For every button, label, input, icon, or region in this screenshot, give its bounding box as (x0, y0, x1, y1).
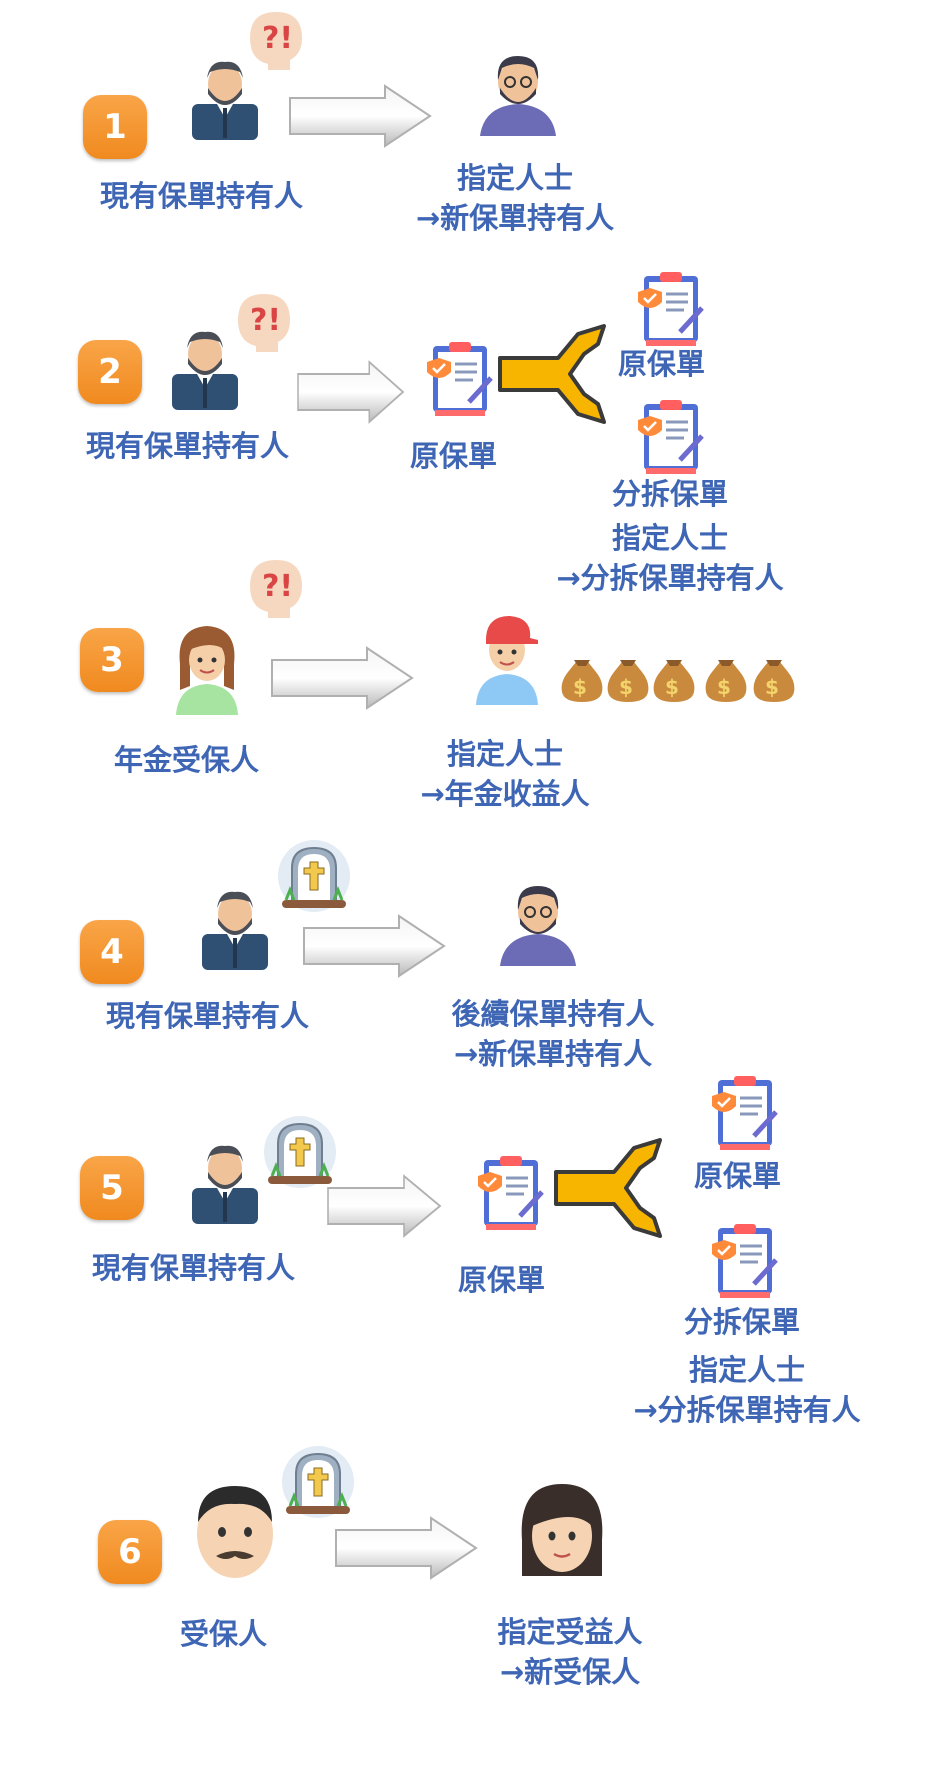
designated-person-icon (479, 55, 557, 137)
transfer-arrow-icon (303, 915, 445, 977)
transfer-arrow-icon (335, 1517, 477, 1579)
transfer-arrow-icon (289, 85, 431, 147)
step5-original-policy-label: 原保單 (458, 1263, 546, 1297)
policy-document-icon (710, 1222, 785, 1302)
transfer-arrow-icon (271, 647, 413, 709)
annuity-beneficiary-boy-icon (476, 616, 538, 705)
annuitant-girl-icon (176, 626, 238, 715)
question-thinking-icon (238, 294, 290, 352)
insured-man-icon (197, 1486, 273, 1578)
question-thinking-icon (250, 12, 302, 70)
step5-left-label: 現有保單持有人 (92, 1251, 296, 1285)
step2-top-policy-label: 原保單 (618, 347, 706, 381)
step6-right-label: 指定受益人 →新受保人 (497, 1615, 643, 1689)
question-thinking-icon (250, 560, 302, 618)
successor-policyholder-icon (499, 885, 577, 967)
step4-left-label: 現有保單持有人 (106, 999, 310, 1033)
step5-top-policy-label: 原保單 (694, 1159, 782, 1193)
step2-original-policy-label: 原保單 (410, 439, 498, 473)
policyholder-icon (192, 1145, 258, 1224)
step2-left-label: 現有保單持有人 (86, 429, 290, 463)
policy-document-icon (636, 270, 711, 350)
step6-left-label: 受保人 (180, 1617, 268, 1651)
policy-document-icon (476, 1154, 551, 1234)
step-badge-3: 3 (80, 628, 144, 692)
step4-right-label: 後續保單持有人 →新保單持有人 (451, 997, 655, 1071)
policyholder-icon (202, 891, 268, 970)
step-badge-5: 5 (80, 1156, 144, 1220)
step2-right-label: 指定人士 →分拆保單持有人 (556, 521, 784, 595)
policy-document-icon (425, 340, 500, 420)
policy-split-icon (554, 1138, 662, 1238)
step3-right-label: 指定人士 →年金收益人 (420, 737, 590, 811)
step-badge-4: 4 (80, 920, 144, 984)
step5-split-policy-label: 分拆保單 (684, 1305, 801, 1339)
step-badge-2: 2 (78, 340, 142, 404)
step2-split-policy-label: 分拆保單 (612, 477, 729, 511)
tombstone-icon (276, 838, 352, 914)
policy-split-icon (498, 324, 606, 424)
step1-left-label: 現有保單持有人 (100, 179, 304, 213)
step5-right-label: 指定人士 →分拆保單持有人 (633, 1353, 861, 1427)
new-insured-woman-icon (521, 1484, 603, 1576)
money-bags-icon (561, 660, 795, 702)
policy-document-icon (636, 398, 711, 478)
transfer-arrow-icon (297, 361, 404, 423)
step-badge-1: 1 (83, 95, 147, 159)
transfer-arrow-icon (327, 1175, 441, 1237)
step1-right-label: 指定人士 →新保單持有人 (415, 161, 615, 235)
step-badge-6: 6 (98, 1520, 162, 1584)
policy-document-icon (710, 1074, 785, 1154)
step3-left-label: 年金受保人 (114, 743, 260, 777)
tombstone-icon (280, 1444, 356, 1520)
